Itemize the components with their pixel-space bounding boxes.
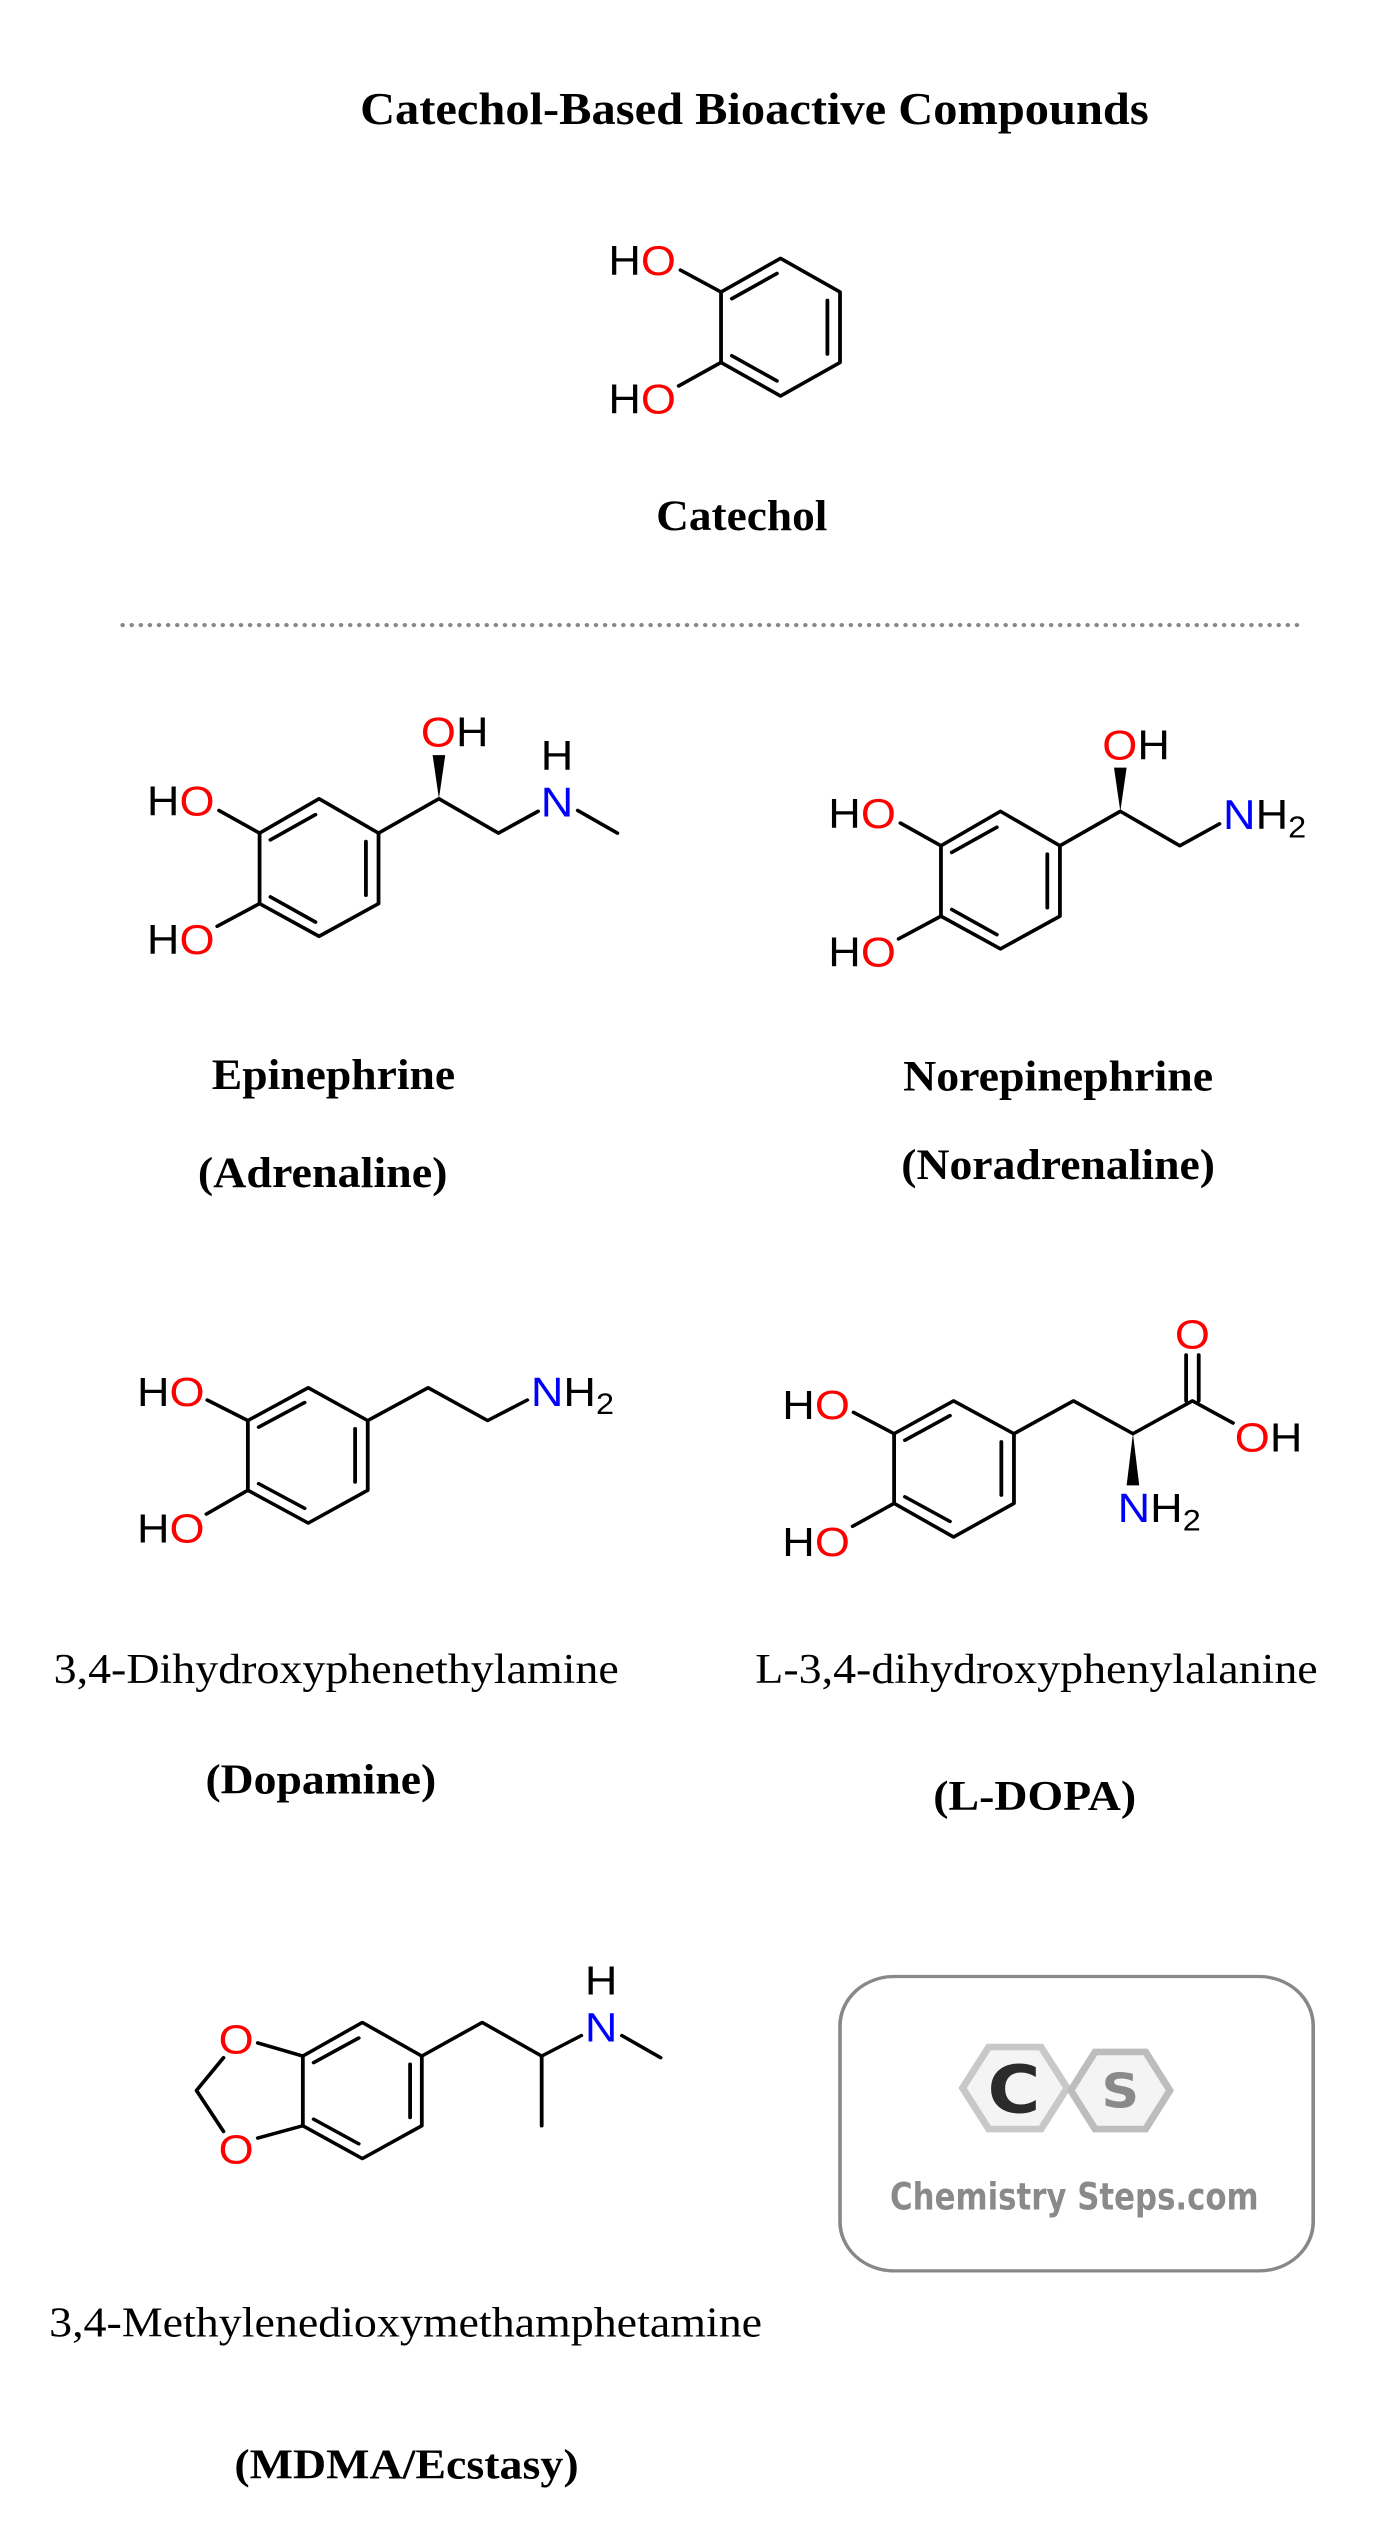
svg-text:HO: HO [782, 1520, 850, 1566]
svg-text:H: H [585, 1958, 618, 2004]
svg-text:Chemistry Steps.com: Chemistry Steps.com [890, 2175, 1259, 2219]
svg-text:N: N [541, 780, 574, 826]
ldopa-structure: HO HO O OH NH2 [782, 1312, 1302, 1565]
svg-text:HO: HO [137, 1370, 205, 1416]
catechol-structure: HO HO [608, 239, 842, 423]
svg-text:O: O [1175, 1312, 1210, 1358]
svg-text:HO: HO [147, 917, 215, 963]
svg-text:H: H [541, 734, 574, 780]
epinephrine-structure: HO HO OH N H [147, 710, 620, 964]
chemistry-steps-logo: C S Chemistry Steps.com [838, 1974, 1315, 2273]
norepinephrine-alias: (Noradrenaline) [901, 1140, 1215, 1188]
svg-text:OH: OH [1102, 723, 1170, 769]
svg-text:OH: OH [1235, 1416, 1303, 1462]
svg-text:HO: HO [828, 930, 896, 976]
svg-text:HO: HO [608, 239, 676, 285]
dopamine-alias: (Dopamine) [205, 1756, 436, 1804]
svg-text:HO: HO [828, 791, 896, 837]
mdma-structure: O O N H [194, 1958, 663, 2173]
svg-text:O: O [219, 2017, 254, 2063]
hexagon-s-icon [1066, 2048, 1175, 2133]
svg-text:HO: HO [147, 779, 215, 825]
svg-text:OH: OH [421, 710, 489, 756]
svg-text:NH2: NH2 [1223, 792, 1306, 844]
catechol-name: Catechol [656, 492, 827, 540]
figure-title: Catechol-Based Bioactive Compounds [360, 85, 1149, 135]
svg-text:HO: HO [782, 1383, 850, 1429]
norepinephrine-structure: HO HO OH NH2 [828, 723, 1306, 976]
hexagon-c-icon [958, 2043, 1072, 2133]
svg-text:NH2: NH2 [1118, 1486, 1201, 1537]
dopamine-structure: HO HO NH2 [137, 1370, 614, 1553]
svg-text:S: S [1101, 2064, 1139, 2119]
ldopa-alias: (L-DOPA) [933, 1772, 1136, 1820]
epinephrine-alias: (Adrenaline) [198, 1149, 448, 1197]
svg-text:HO: HO [608, 377, 676, 423]
svg-text:NH2: NH2 [531, 1370, 614, 1421]
dopamine-name: 3,4-Dihydroxyphenethylamine [54, 1645, 619, 1693]
mdma-alias: (MDMA/Ecstasy) [234, 2440, 578, 2488]
ldopa-name: L-3,4-dihydroxyphenylalanine [755, 1645, 1317, 1693]
mdma-name: 3,4-Methylenedioxymethamphetamine [49, 2298, 762, 2346]
svg-text:HO: HO [137, 1507, 205, 1553]
norepinephrine-name: Norepinephrine [903, 1052, 1213, 1100]
svg-text:C: C [988, 2053, 1041, 2129]
svg-text:O: O [219, 2127, 254, 2173]
epinephrine-name: Epinephrine [212, 1050, 455, 1098]
svg-text:N: N [585, 2005, 618, 2051]
